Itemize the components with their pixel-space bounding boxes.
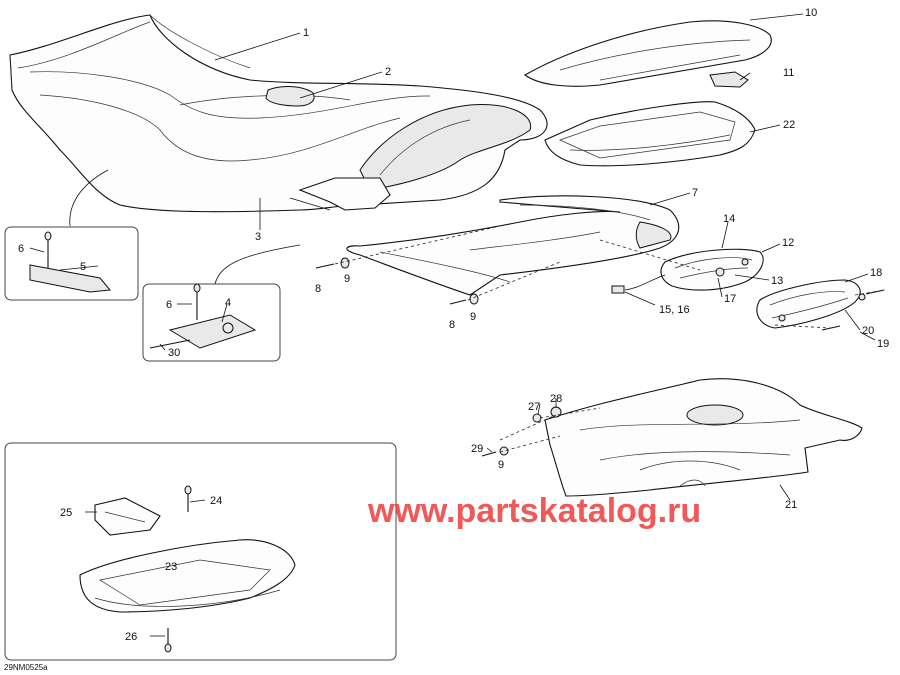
tail-cover-drawing (523, 20, 772, 87)
inset-box-tray-23 (4, 442, 397, 661)
callout-9-rear: 9 (498, 459, 504, 471)
drawing-code: 29NM0525a (4, 663, 48, 672)
callout-25: 25 (60, 507, 72, 519)
callout-labels: 1 2 3 10 11 22 7 14 12 13 17 15, 16 18 2… (18, 7, 889, 643)
storage-tray-drawing (544, 101, 756, 167)
callout-21: 21 (785, 499, 797, 511)
callout-13: 13 (771, 275, 783, 287)
watermark-text: www.partskatalog.ru (367, 492, 701, 530)
callout-19: 19 (877, 338, 889, 350)
callout-6-box-a: 6 (18, 243, 24, 255)
rear-cover-drawing (544, 378, 863, 497)
callout-11: 11 (783, 67, 794, 79)
callout-10: 10 (805, 7, 817, 19)
callout-9-lower: 9 (470, 311, 476, 323)
callout-18: 18 (870, 267, 882, 279)
callout-27: 27 (528, 401, 540, 413)
callout-22: 22 (783, 119, 795, 131)
callout-23: 23 (165, 561, 177, 573)
callout-24: 24 (210, 495, 222, 507)
callout-2: 2 (385, 66, 391, 78)
callout-26: 26 (125, 631, 137, 643)
callout-8-upper: 8 (315, 283, 321, 295)
lens-drawing (756, 279, 861, 329)
callout-17: 17 (724, 293, 736, 305)
callout-20: 20 (862, 325, 874, 337)
inset-box-bracket-5 (4, 169, 139, 301)
callout-12: 12 (782, 237, 794, 249)
callout-14: 14 (723, 213, 735, 225)
callout-9-upper: 9 (344, 273, 350, 285)
callout-28: 28 (550, 393, 562, 405)
callout-29: 29 (471, 443, 483, 455)
callout-3: 3 (255, 231, 261, 243)
callout-7: 7 (692, 187, 698, 199)
callout-1: 1 (303, 27, 309, 39)
callout-8-lower: 8 (449, 319, 455, 331)
callout-15-16: 15, 16 (659, 304, 690, 316)
callout-4: 4 (225, 297, 231, 309)
callout-6-box-b: 6 (166, 299, 172, 311)
side-panel-drawing (346, 195, 680, 296)
leader-lines (29, 13, 876, 637)
inset-box-bracket-4 (142, 244, 301, 362)
clip-drawing (709, 71, 749, 88)
callout-30: 30 (168, 347, 180, 359)
seat-drawing (9, 14, 548, 213)
tail-light-drawing (611, 248, 764, 294)
callout-5: 5 (80, 261, 86, 273)
